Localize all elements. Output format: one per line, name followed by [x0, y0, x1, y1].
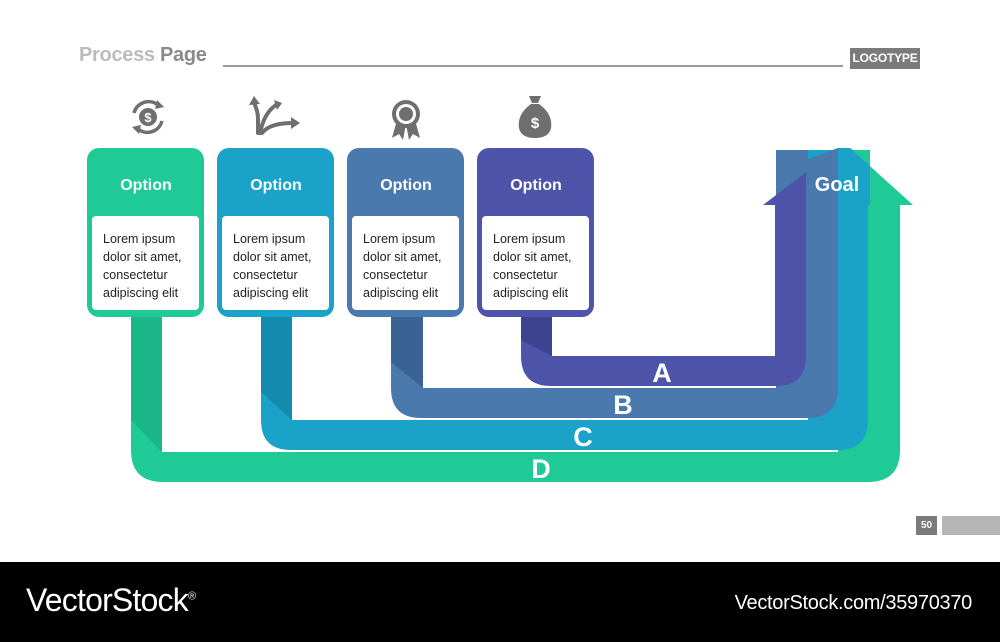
- option-1-line-1: Lorem ipsum: [103, 232, 175, 246]
- page-title-part1: Process: [79, 44, 155, 66]
- option-4-title: Option: [510, 177, 562, 194]
- page-number: 50: [916, 516, 937, 535]
- option-1-line-3: consectetur: [103, 268, 168, 282]
- svg-text:$: $: [144, 110, 152, 125]
- option-2-line-4: adipiscing elit: [233, 286, 309, 300]
- svg-text:Lorem ipsum dolor sit am: Lorem ipsum dolor sit amet, consectetur …: [103, 232, 185, 300]
- goal-arrowhead: [763, 148, 913, 205]
- footer-brand-text: VectorStock: [26, 582, 189, 618]
- option-4-line-2: dolor sit amet,: [493, 250, 572, 264]
- svg-text:$: $: [531, 115, 540, 132]
- option-4-line-3: consectetur: [493, 268, 558, 282]
- option-card-4: Option Lorem ipsum dolor sit amet, conse…: [477, 148, 594, 317]
- option-2-title: Option: [250, 177, 302, 194]
- money-bag-icon: $: [518, 96, 552, 138]
- goal-label: Goal: [815, 174, 859, 196]
- award-medal-icon: [392, 100, 420, 140]
- option-card-1: Option Lorem ipsum dolor sit amet, conse…: [87, 148, 204, 317]
- option-1-line-2: dolor sit amet,: [103, 250, 182, 264]
- svg-text:Lorem ipsum dolor sit am: Lorem ipsum dolor sit amet, consectetur …: [233, 232, 315, 300]
- option-3-line-4: adipiscing elit: [363, 286, 439, 300]
- option-card-2: Option Lorem ipsum dolor sit amet, conse…: [217, 148, 334, 317]
- watermark-footer: VectorStock® VectorStock.com/35970370: [0, 562, 1000, 642]
- option-2-line-1: Lorem ipsum: [233, 232, 305, 246]
- option-1-line-4: adipiscing elit: [103, 286, 179, 300]
- option-3-title: Option: [380, 177, 432, 194]
- page-number-bar: [942, 516, 1000, 535]
- option-4-line-4: adipiscing elit: [493, 286, 569, 300]
- option-4-line-1: Lorem ipsum: [493, 232, 565, 246]
- split-arrows-icon: [249, 96, 300, 135]
- header-divider: [223, 65, 843, 67]
- option-3-line-3: consectetur: [363, 268, 428, 282]
- option-1-title: Option: [120, 177, 172, 194]
- path-c-label: C: [573, 422, 593, 452]
- page-title-part2: Page: [160, 44, 207, 66]
- svg-text:Lorem ipsum dolor sit am: Lorem ipsum dolor sit amet, consectetur …: [363, 232, 445, 300]
- path-b-label: B: [613, 390, 633, 420]
- path-a-label: A: [652, 358, 672, 388]
- option-card-3: Option Lorem ipsum dolor sit amet, conse…: [347, 148, 464, 317]
- logotype-badge: LOGOTYPE: [850, 48, 920, 69]
- footer-image-id: VectorStock.com/35970370: [734, 592, 973, 614]
- option-3-line-1: Lorem ipsum: [363, 232, 435, 246]
- path-a: [521, 205, 806, 386]
- option-2-line-2: dolor sit amet,: [233, 250, 312, 264]
- dollar-cycle-icon: $: [132, 99, 164, 135]
- path-d-label: D: [531, 454, 551, 484]
- option-2-line-3: consectetur: [233, 268, 298, 282]
- registered-mark: ®: [187, 590, 196, 603]
- page-title: Process Page: [79, 44, 207, 67]
- process-diagram: Goal A B C D Option Lorem ipsum dolor si…: [87, 96, 913, 484]
- option-3-line-2: dolor sit amet,: [363, 250, 442, 264]
- footer-brand: VectorStock®: [26, 582, 196, 619]
- svg-text:Lorem ipsum dolor sit am: Lorem ipsum dolor sit amet, consectetur …: [493, 232, 575, 300]
